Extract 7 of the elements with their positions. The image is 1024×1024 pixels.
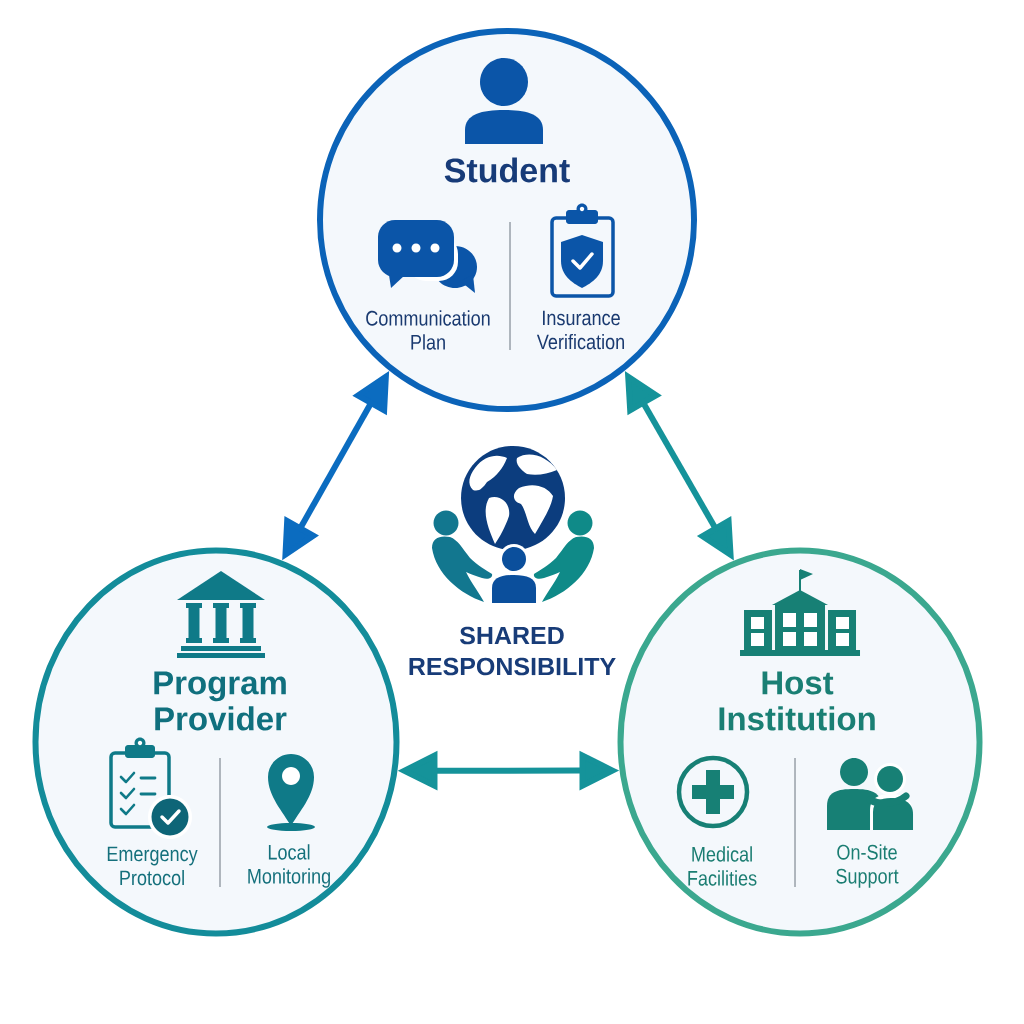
item-label: Communication Plan <box>366 310 490 350</box>
item-label: On-Site Support <box>836 844 899 888</box>
item-label: Local Monitoring <box>248 844 330 888</box>
heading-text: SHARED RESPONSIBILITY <box>409 626 616 676</box>
item-label: Insurance Verification <box>536 310 624 350</box>
item-label: Emergency Protocol <box>107 846 198 886</box>
item-label: Medical Facilities <box>688 846 757 886</box>
